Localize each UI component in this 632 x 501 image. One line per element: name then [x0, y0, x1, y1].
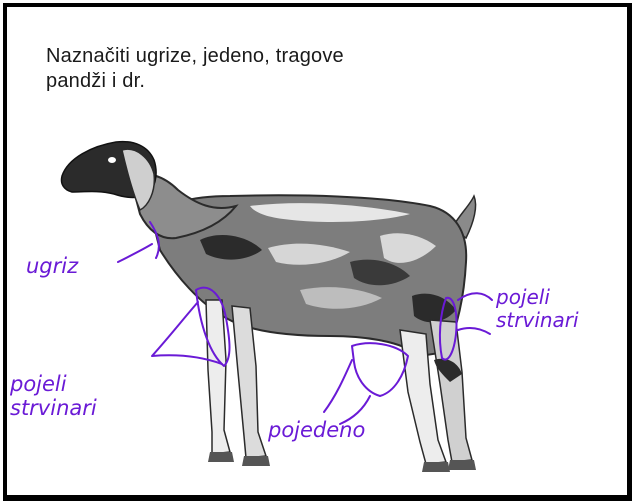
pointer-bottom: [324, 360, 370, 424]
label-bite: ugriz: [26, 254, 78, 278]
label-eaten: pojedeno: [268, 418, 365, 442]
bite-marker: [150, 222, 159, 258]
pointer-right: [458, 293, 492, 334]
neck-region-outline: [196, 288, 230, 366]
belly-region-outline: [352, 343, 408, 396]
label-scavengers-left: pojeli strvinari: [10, 372, 97, 420]
pointer-left: [152, 302, 222, 364]
hindleg-region-outline: [440, 298, 457, 360]
label-scavengers-right: pojeli strvinari: [496, 286, 579, 332]
bite-pointer: [118, 244, 152, 262]
